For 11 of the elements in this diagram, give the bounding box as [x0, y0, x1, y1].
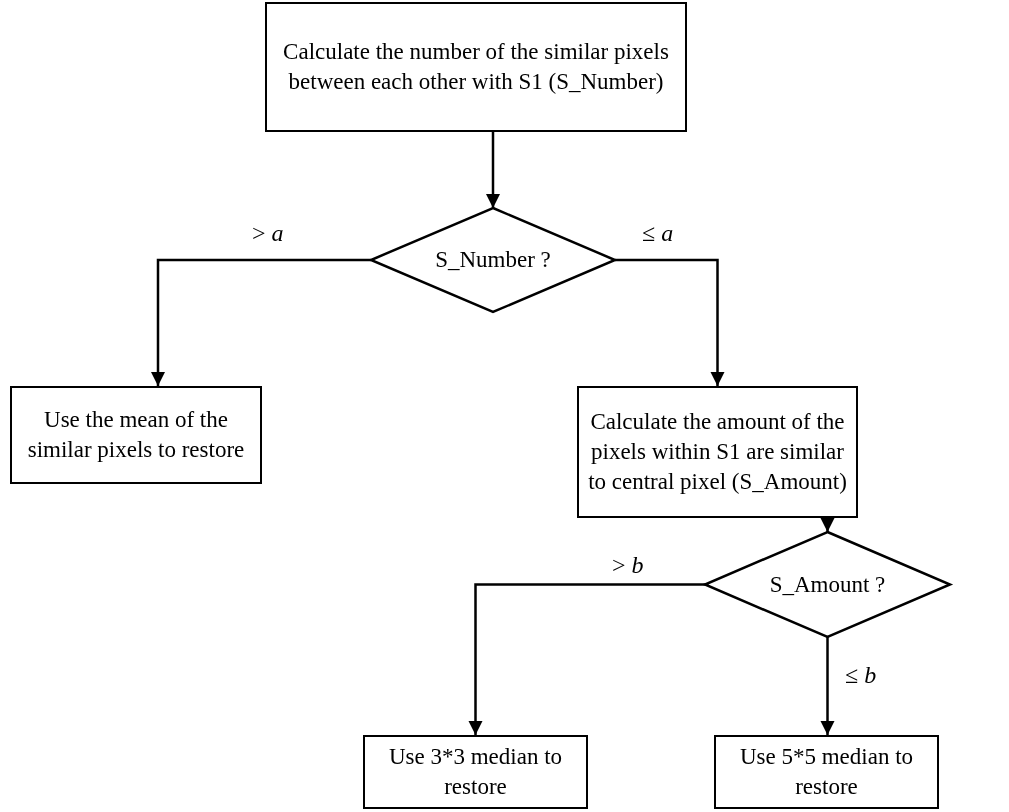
arrow [486, 132, 500, 208]
arrow [151, 258, 371, 386]
arrow [820, 518, 835, 532]
process-box: Calculate the number of the similar pixels between each other with S1 (S_Number) [265, 2, 687, 132]
arrow [820, 637, 835, 735]
arrow [468, 583, 705, 735]
process-box: Calculate the amount of the pixels within S1 are similar to central pixel (S_Amount) [577, 386, 858, 518]
process-box: Use the mean of the similar pixels to restore [10, 386, 262, 484]
process-box: Use 3*3 median to restore [363, 735, 588, 809]
process-box: Use 5*5 median to restore [714, 735, 939, 809]
arrow [615, 258, 725, 386]
